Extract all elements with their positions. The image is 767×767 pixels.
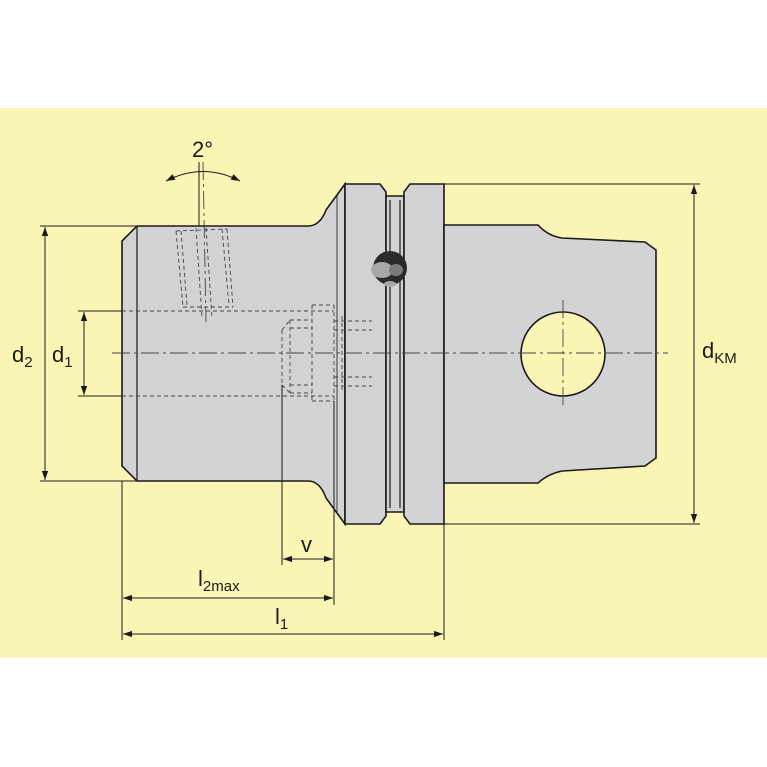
l2max-label-sub: 2max bbox=[203, 578, 240, 595]
d2-label-sub: 2 bbox=[24, 354, 32, 371]
clamping-screw-hidden bbox=[175, 227, 234, 319]
d1-label: d1 bbox=[52, 342, 73, 371]
angle-indicator bbox=[165, 162, 241, 226]
dkm-label: dKM bbox=[702, 338, 737, 367]
bore-hidden bbox=[122, 304, 372, 402]
dkm-label-sub: KM bbox=[714, 350, 737, 367]
l1-label-sub: 1 bbox=[280, 616, 288, 633]
v-label: v bbox=[301, 532, 312, 557]
l2max-label: l2max bbox=[198, 566, 240, 595]
d2-label: d2 bbox=[12, 342, 33, 371]
l2max-label-main: l bbox=[198, 566, 203, 591]
dimension-lines bbox=[40, 183, 700, 640]
flange-front bbox=[344, 183, 387, 525]
flange-groove bbox=[385, 195, 405, 513]
l1-label: l1 bbox=[275, 604, 288, 633]
shank-section bbox=[121, 181, 346, 527]
d2-label-main: d bbox=[12, 342, 24, 367]
centre-lines bbox=[112, 161, 668, 408]
dkm-label-main: d bbox=[702, 338, 714, 363]
tool-holder-body bbox=[121, 181, 657, 527]
l1-label-main: l bbox=[275, 604, 280, 629]
angle-label: 2° bbox=[192, 137, 213, 162]
d1-label-main: d bbox=[52, 342, 64, 367]
flange-rear bbox=[403, 183, 445, 525]
d1-label-sub: 1 bbox=[64, 354, 72, 371]
locking-ball bbox=[371, 251, 407, 287]
